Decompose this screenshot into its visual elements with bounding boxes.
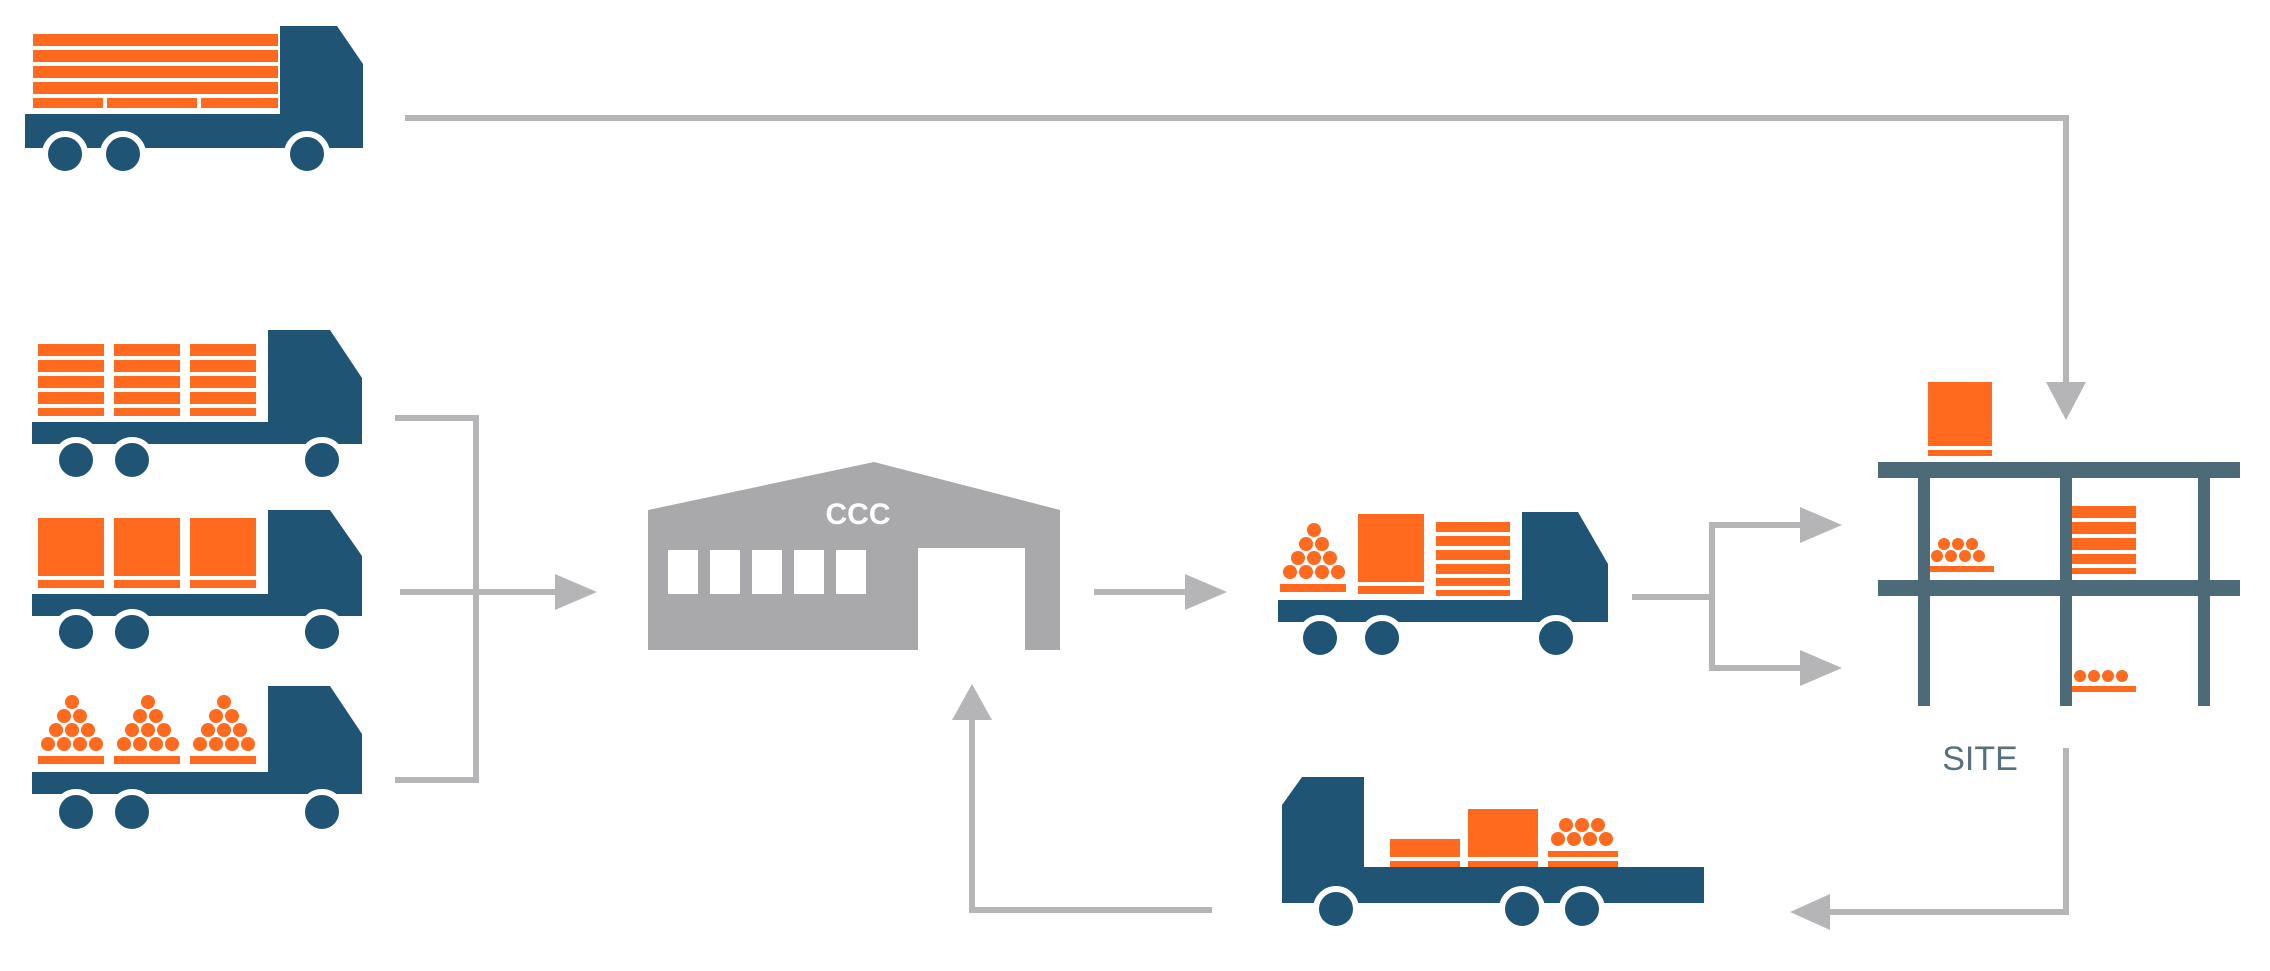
cargo-return-load — [1390, 809, 1618, 867]
arrowhead-ccc-right — [555, 574, 597, 610]
truck-supplier-pipes — [32, 686, 362, 835]
delivery-truck-icon — [25, 26, 363, 177]
arrowhead-delivery-right — [1185, 574, 1227, 610]
warehouse-icon — [648, 462, 1060, 650]
delivery-truck-icon — [32, 510, 362, 655]
truck-consolidated-delivery — [1278, 512, 1608, 661]
arrow-site-to-return — [1820, 748, 2069, 915]
truck-return — [1282, 777, 1704, 932]
construction-site-scaffold-icon — [1878, 462, 2240, 706]
delivery-truck-icon — [1278, 512, 1608, 661]
truck-direct-delivery — [25, 26, 363, 177]
delivery-truck-icon — [32, 330, 362, 483]
arrowhead-ccc-up — [952, 684, 992, 720]
arrow-direct-to-site — [405, 115, 2069, 385]
site-materials — [1928, 382, 2136, 692]
cargo-mixed-load — [1280, 514, 1510, 596]
warehouse-label: CCC — [826, 498, 891, 531]
site-label: SITE — [1942, 740, 2018, 778]
flow-arrows — [395, 115, 2069, 915]
construction-site: SITE — [1878, 382, 2240, 778]
arrow-bracket-suppliers — [395, 415, 479, 783]
arrow-fork-down — [1709, 597, 1810, 671]
truck-supplier-boxes — [32, 510, 362, 655]
arrow-return-to-ccc — [969, 710, 1212, 913]
cargo-planks — [33, 34, 278, 108]
truck-supplier-planks — [32, 330, 362, 483]
cargo-lumber-stacks — [38, 344, 256, 416]
cargo-pipe-bundles — [38, 695, 256, 764]
arrowhead-return-left — [1790, 894, 1830, 930]
arrow-fork-up — [1709, 522, 1810, 668]
arrowhead-fork-up — [1800, 507, 1842, 543]
arrowhead-site-down — [2046, 382, 2086, 420]
delivery-truck-icon — [1282, 777, 1704, 932]
arrowhead-fork-down — [1800, 650, 1842, 686]
delivery-truck-icon — [32, 686, 362, 835]
warehouse-ccc: CCC — [648, 462, 1060, 650]
arrow-heads — [555, 382, 2086, 930]
cargo-boxes — [38, 518, 256, 588]
